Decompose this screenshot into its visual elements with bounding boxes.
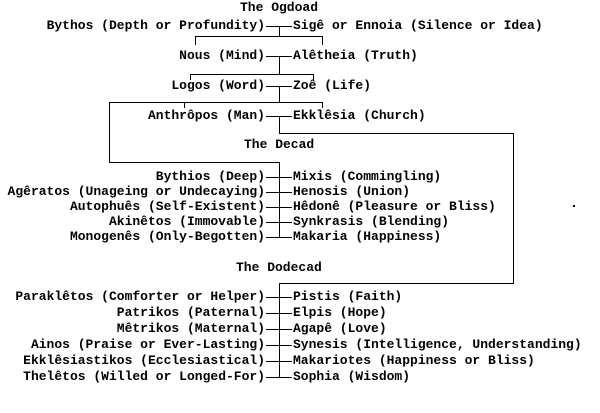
connector-pair-dash: [266, 313, 292, 314]
aeon-name-left: Nous (Mind): [179, 48, 265, 63]
connector-bracket-tick: [195, 36, 196, 45]
dodecad-section-title: The Dodecad: [236, 260, 322, 275]
connector-decad-spine: [279, 162, 280, 238]
aeon-name-right: Zoê (Life): [293, 78, 372, 93]
connector-decad-branch-horizontal: [109, 162, 280, 163]
aeon-name-left: Logos (Word): [171, 78, 265, 93]
connector-dodecad-branch-vertical: [513, 133, 514, 284]
aeon-name-left: Ainos (Praise or Ever-Lasting): [30, 337, 265, 352]
aeon-name-left: Thelêtos (Willed or Longed-For): [23, 369, 265, 384]
image-speck-artifact: [573, 205, 575, 207]
aeon-name-left: Anthrôpos (Man): [147, 108, 265, 123]
connector-pair-dash: [266, 222, 292, 223]
aeon-name-right: Sigê or Ennoia (Silence or Idea): [293, 18, 543, 33]
aeon-name-right: Pistis (Faith): [293, 289, 403, 304]
aeon-name-right: Makaria (Happiness): [293, 229, 442, 244]
connector-bracket: [190, 74, 314, 75]
connector-pair-dash: [266, 361, 292, 362]
aeon-name-left: Bythos (Depth or Profundity): [46, 18, 265, 33]
aeon-name-left: Ekklêsiastikos (Ecclesiastical): [23, 353, 265, 368]
aeon-name-right: Mixis (Commingling): [293, 169, 442, 184]
connector-pair-dash: [266, 297, 292, 298]
connector-bracket-tick: [190, 74, 191, 80]
ogdoad-section-title: The Ogdoad: [240, 0, 319, 15]
aeon-name-right: Elpis (Hope): [293, 305, 387, 320]
aeon-name-right: Synesis (Intelligence, Understanding): [293, 337, 582, 352]
connector-bracket: [195, 36, 323, 37]
connector-bracket: [109, 102, 323, 103]
connector-dodecad-spine: [279, 283, 280, 378]
aeon-name-left: Agêratos (Unageing or Undecaying): [7, 184, 265, 199]
connector-pair-dash: [266, 377, 292, 378]
aeon-name-right: Ekklêsia (Church): [293, 108, 426, 123]
connector-bracket-tick: [313, 74, 314, 80]
aeon-name-left: Bythios (Deep): [155, 169, 265, 184]
connector-stem: [279, 26, 280, 37]
connector-pair-dash: [266, 192, 292, 193]
connector-pair-dash: [266, 207, 292, 208]
connector-stem: [279, 86, 280, 103]
aeon-name-right: Makariotes (Happiness or Bliss): [293, 353, 535, 368]
aeon-name-left: Mêtrikos (Maternal): [116, 321, 265, 336]
aeon-name-right: Sophia (Wisdom): [293, 369, 411, 384]
aeon-name-left: Paraklêtos (Comforter or Helper): [15, 289, 265, 304]
connector-bracket-tick: [184, 102, 185, 108]
aeon-name-left: Akinêtos (Immovable): [108, 214, 265, 229]
connector-stem: [279, 116, 280, 134]
connector-pair-dash: [266, 345, 292, 346]
aeon-name-left: Monogenês (Only-Begotten): [69, 229, 265, 244]
connector-bracket-tick: [322, 36, 323, 45]
connector-pair-dash: [266, 237, 292, 238]
aeon-name-right: Henosis (Union): [293, 184, 411, 199]
aeon-name-right: Alêtheia (Truth): [293, 48, 418, 63]
connector-pair-dash: [266, 329, 292, 330]
aeon-name-right: Synkrasis (Blending): [293, 214, 450, 229]
connector-stem: [279, 56, 280, 75]
aeon-name-right: Hêdonê (Pleasure or Bliss): [293, 199, 496, 214]
aeon-name-left: Patrikos (Paternal): [116, 305, 265, 320]
decad-section-title: The Decad: [244, 137, 315, 152]
connector-bracket-tick: [322, 102, 323, 108]
connector-pair-dash: [266, 177, 292, 178]
aeon-name-left: Autophuês (Self-Existent): [69, 199, 265, 214]
connector-dodecad-branch-horizontal-bottom: [279, 283, 514, 284]
connector-dodecad-branch-horizontal-top: [279, 133, 514, 134]
connector-decad-branch-vertical: [109, 102, 110, 163]
aeon-name-right: Agapê (Love): [293, 321, 387, 336]
